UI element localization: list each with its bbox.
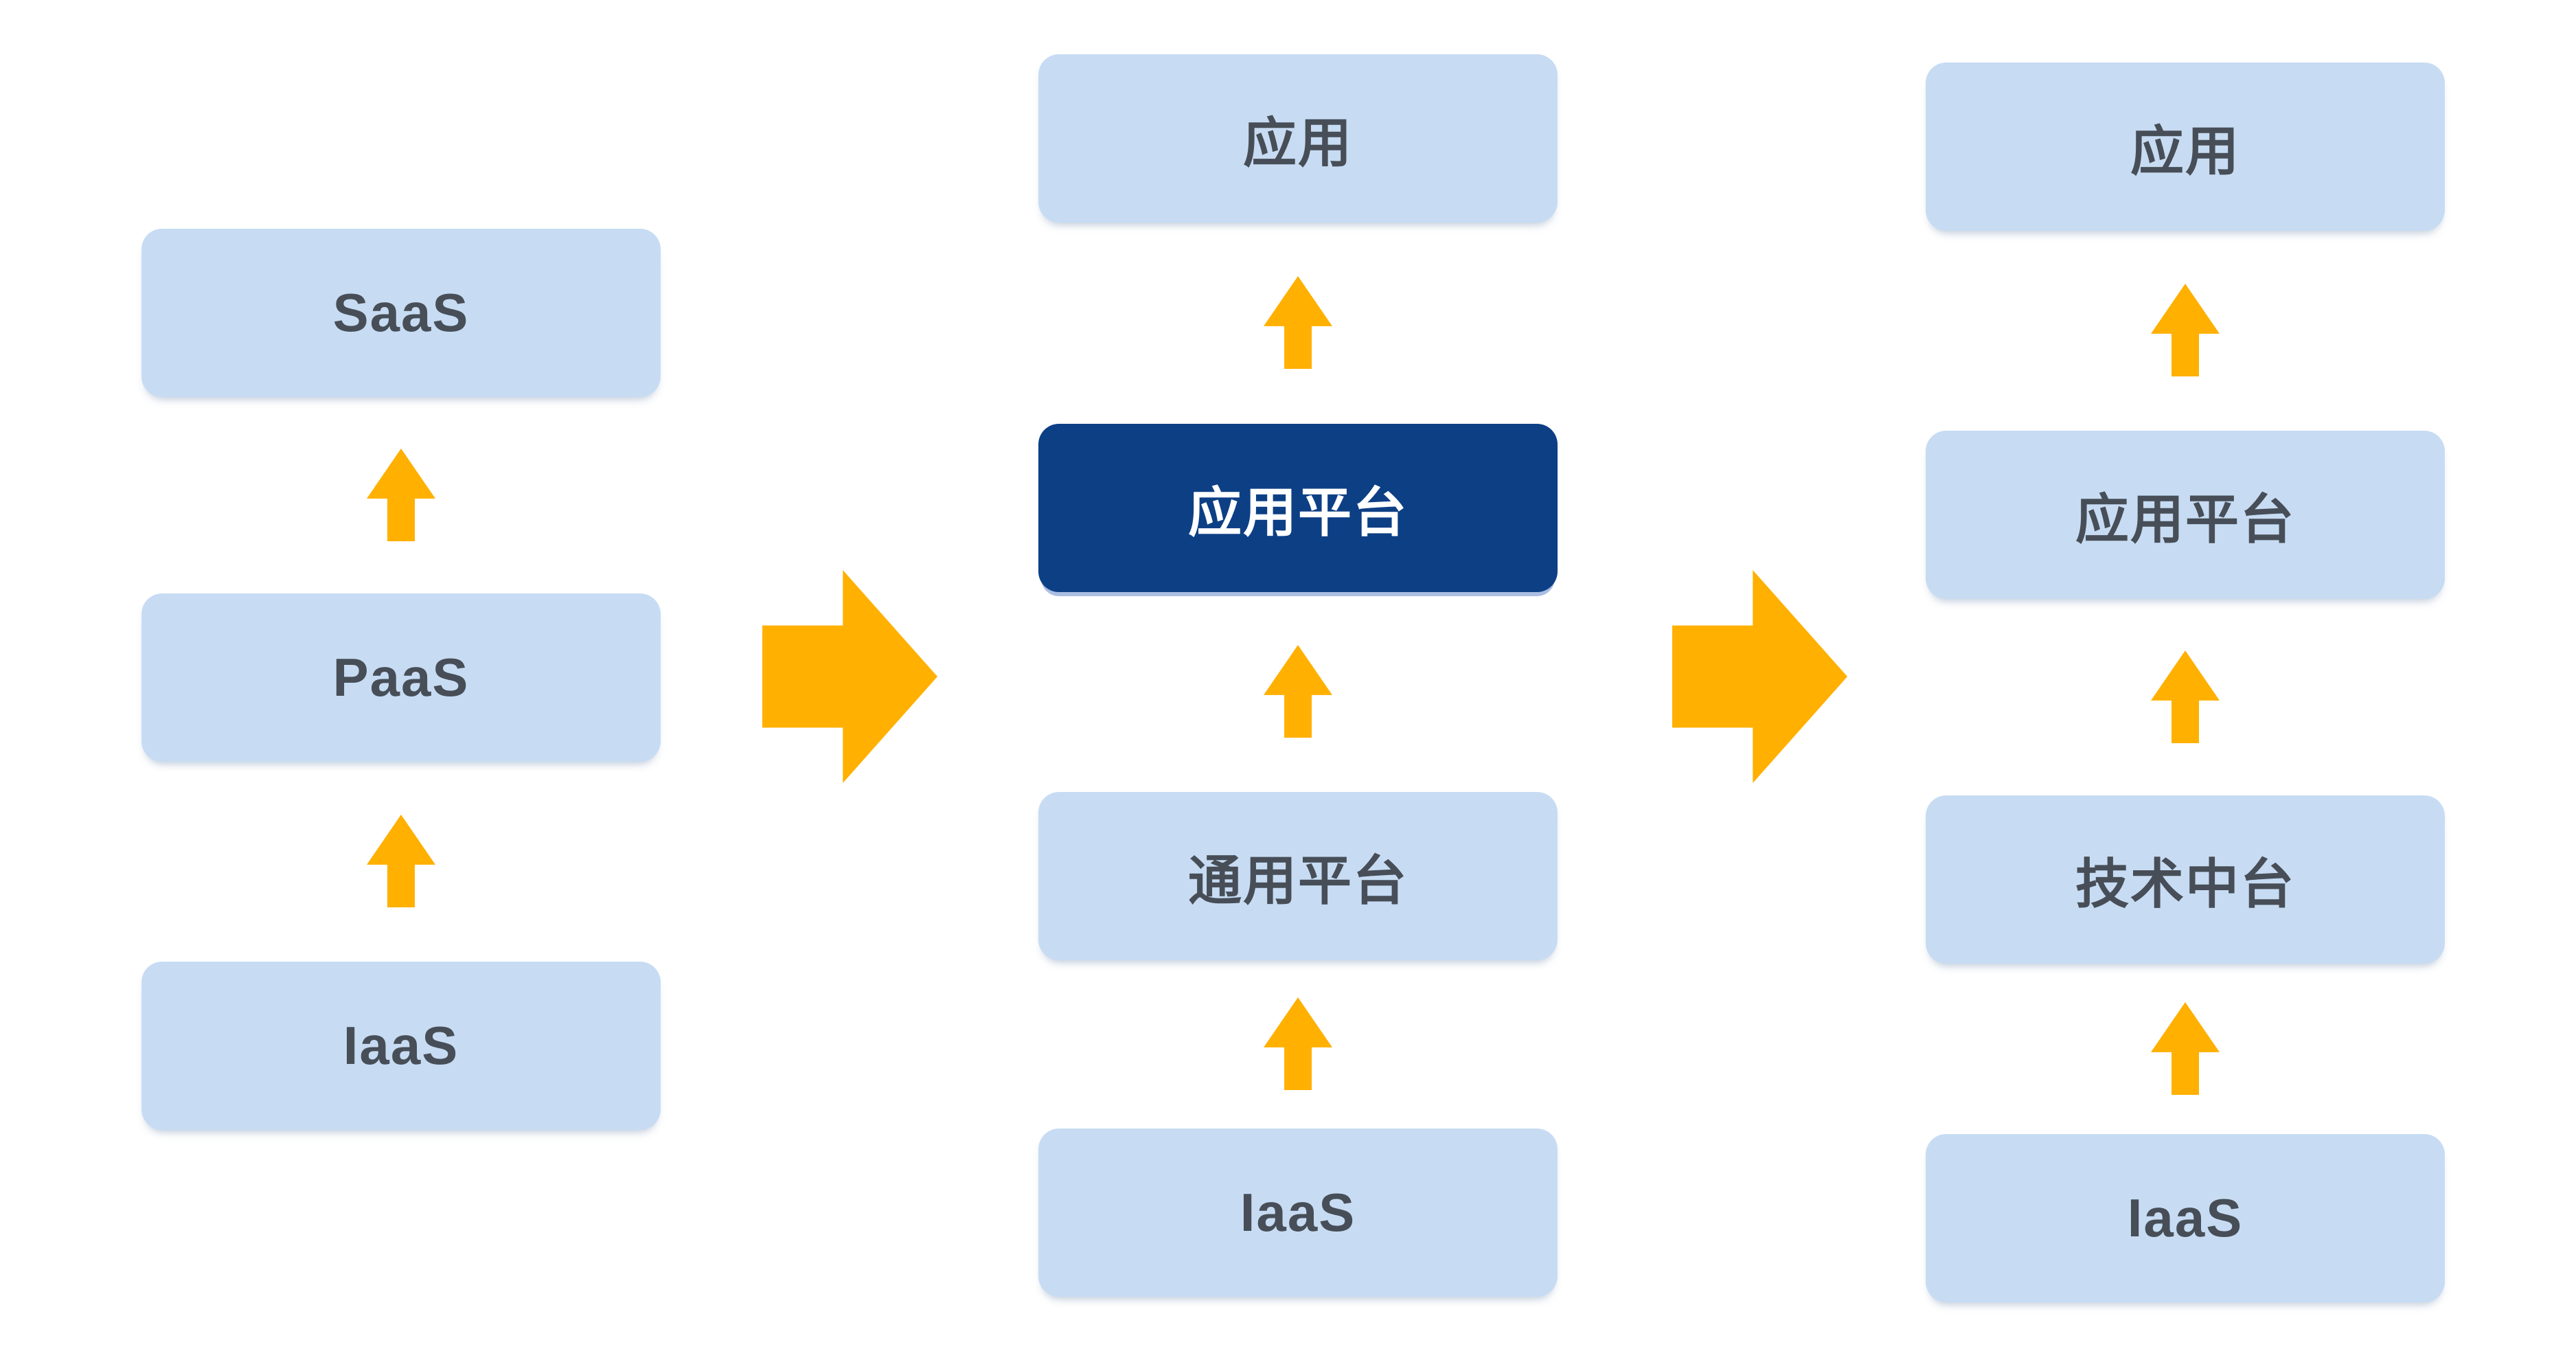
box-general-platform-label: 通用平台 bbox=[1187, 850, 1408, 911]
box-iaas-right-label: IaaS bbox=[2127, 1188, 2244, 1248]
box-application-middle: 应用 bbox=[1038, 54, 1558, 223]
right-arrow-icon bbox=[1672, 570, 1847, 783]
box-tech-middle-platform-label: 技术中台 bbox=[2075, 853, 2295, 914]
box-iaas-middle: IaaS bbox=[1038, 1129, 1558, 1297]
up-arrow-icon bbox=[1264, 645, 1332, 738]
up-arrow-icon bbox=[2151, 650, 2220, 743]
up-arrow-icon bbox=[2151, 1002, 2220, 1095]
box-application-platform-right: 应用平台 bbox=[1926, 431, 2445, 599]
box-iaas-left: IaaS bbox=[141, 962, 661, 1130]
box-application-platform-highlight-label: 应用平台 bbox=[1187, 481, 1408, 543]
box-tech-middle-platform: 技术中台 bbox=[1926, 795, 2445, 964]
up-arrow-icon bbox=[1264, 997, 1332, 1090]
box-saas-label: SaaS bbox=[332, 282, 470, 343]
box-application-middle-label: 应用 bbox=[1242, 112, 1353, 173]
right-arrow-icon bbox=[762, 570, 937, 783]
box-iaas-left-label: IaaS bbox=[343, 1015, 459, 1076]
box-application-platform-right-label: 应用平台 bbox=[2075, 488, 2295, 549]
up-arrow-icon bbox=[1264, 276, 1332, 369]
box-iaas-right: IaaS bbox=[1926, 1134, 2445, 1302]
box-saas: SaaS bbox=[141, 229, 661, 397]
up-arrow-icon bbox=[367, 815, 435, 907]
box-general-platform: 通用平台 bbox=[1038, 792, 1558, 960]
box-iaas-middle-label: IaaS bbox=[1240, 1182, 1356, 1243]
up-arrow-icon bbox=[367, 449, 435, 541]
box-application-right-label: 应用 bbox=[2130, 120, 2240, 181]
box-paas: PaaS bbox=[141, 593, 661, 762]
box-paas-label: PaaS bbox=[332, 647, 470, 707]
up-arrow-icon bbox=[2151, 284, 2220, 376]
box-application-platform-highlight: 应用平台 bbox=[1038, 424, 1558, 592]
box-application-right: 应用 bbox=[1926, 63, 2445, 231]
